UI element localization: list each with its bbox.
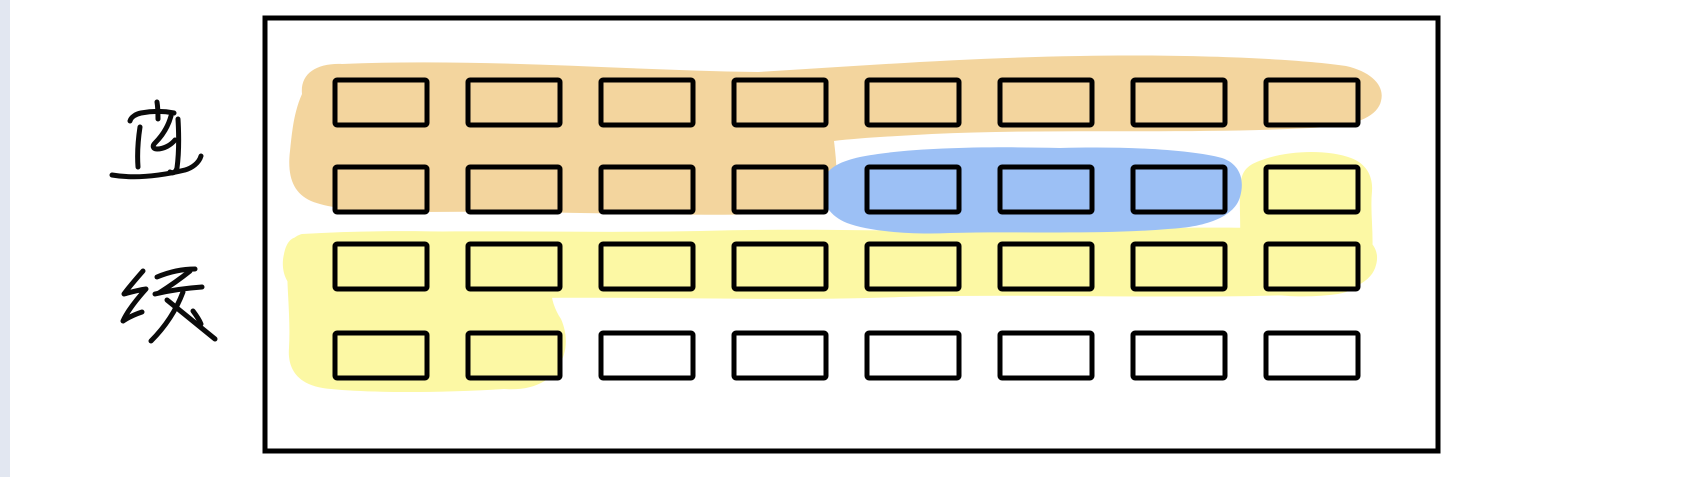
memory-box-border xyxy=(262,15,1441,454)
memory-frame-r4-c6 xyxy=(997,330,1095,381)
memory-frame-r2-c1 xyxy=(332,164,430,215)
xu-stroke-mid-horizontal xyxy=(152,284,205,297)
handwritten-char-lian xyxy=(109,99,204,180)
memory-frame-r4-c4 xyxy=(731,330,829,381)
memory-frame-r4-c1 xyxy=(332,330,430,381)
memory-frame-r2-c4 xyxy=(731,164,829,215)
xu-stroke-right-sweep xyxy=(164,297,218,342)
memory-frame-r3-c7 xyxy=(1130,241,1228,292)
memory-frame-r1-c4 xyxy=(731,77,829,128)
memory-frame-r1-c5 xyxy=(864,77,962,128)
memory-frame-r2-c3 xyxy=(598,164,696,215)
memory-frame-grid xyxy=(332,77,1361,381)
memory-frame-r1-c3 xyxy=(598,77,696,128)
memory-frame-r1-c8 xyxy=(1263,77,1361,128)
memory-frame-r4-c5 xyxy=(864,330,962,381)
handwritten-char-xu xyxy=(120,266,218,344)
memory-frame-r2-c5 xyxy=(864,164,962,215)
memory-frame-r3-c2 xyxy=(465,241,563,292)
lian-stroke-loop xyxy=(150,113,178,152)
xu-stroke-left-sweep xyxy=(148,289,186,344)
memory-frame-r4-c2 xyxy=(465,330,563,381)
xu-stroke-top-horizontal xyxy=(154,266,198,280)
memory-frame-r3-c3 xyxy=(598,241,696,292)
memory-frame-r2-c7 xyxy=(1130,164,1228,215)
memory-frame-r4-c3 xyxy=(598,330,696,381)
memory-frame-r2-c2 xyxy=(465,164,563,215)
page-edge-strip xyxy=(0,0,10,477)
memory-frame-r3-c4 xyxy=(731,241,829,292)
memory-frame-r3-c8 xyxy=(1263,241,1361,292)
lian-stroke-left-vertical xyxy=(135,124,143,170)
memory-frame-r1-c1 xyxy=(332,77,430,128)
memory-frame-r3-c6 xyxy=(997,241,1095,292)
memory-frame-r2-c6 xyxy=(997,164,1095,215)
memory-frame-r4-c7 xyxy=(1130,330,1228,381)
memory-frame-r1-c6 xyxy=(997,77,1095,128)
xu-stroke-dot xyxy=(190,308,204,327)
memory-frame-r2-c8 xyxy=(1263,164,1361,215)
lian-stroke-top-horizontal xyxy=(127,109,177,124)
xu-stroke-silk-zigzag xyxy=(120,268,149,324)
lian-stroke-bottom-sweep xyxy=(109,153,204,180)
memory-frame-r3-c1 xyxy=(332,241,430,292)
memory-frame-r1-c7 xyxy=(1130,77,1228,128)
memory-frame-r1-c2 xyxy=(465,77,563,128)
memory-frame-r3-c5 xyxy=(864,241,962,292)
memory-frame-r4-c8 xyxy=(1263,330,1361,381)
